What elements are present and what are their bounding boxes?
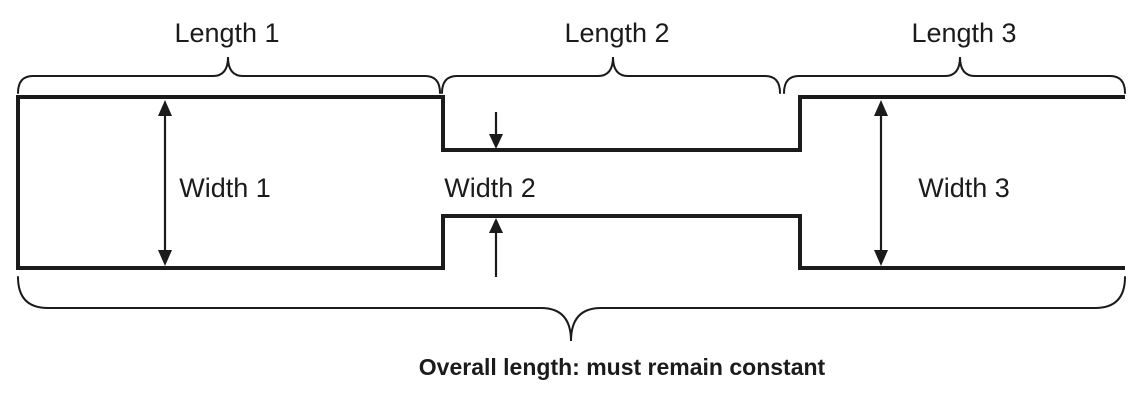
length-1-label: Length 1: [174, 18, 279, 48]
width-1-label: Width 1: [179, 173, 271, 203]
overall-length-brace-icon: [17, 276, 1126, 342]
width-2-label: Width 2: [444, 173, 536, 203]
width-1-dimension-arrow: [158, 100, 172, 266]
length-2-label: Length 2: [564, 18, 669, 48]
length-3-label: Length 3: [911, 18, 1016, 48]
width-2-lower-arrow: [489, 218, 503, 277]
width-2-upper-arrow: [489, 112, 503, 149]
overall-length-note: Overall length: must remain constant: [419, 354, 826, 380]
length-3-brace-icon: [783, 56, 1126, 94]
length-2-brace-icon: [441, 56, 781, 94]
width-3-label: Width 3: [918, 173, 1010, 203]
length-1-brace-icon: [17, 56, 441, 94]
width-3-dimension-arrow: [874, 100, 888, 266]
specimen-outline: [16, 95, 1125, 270]
